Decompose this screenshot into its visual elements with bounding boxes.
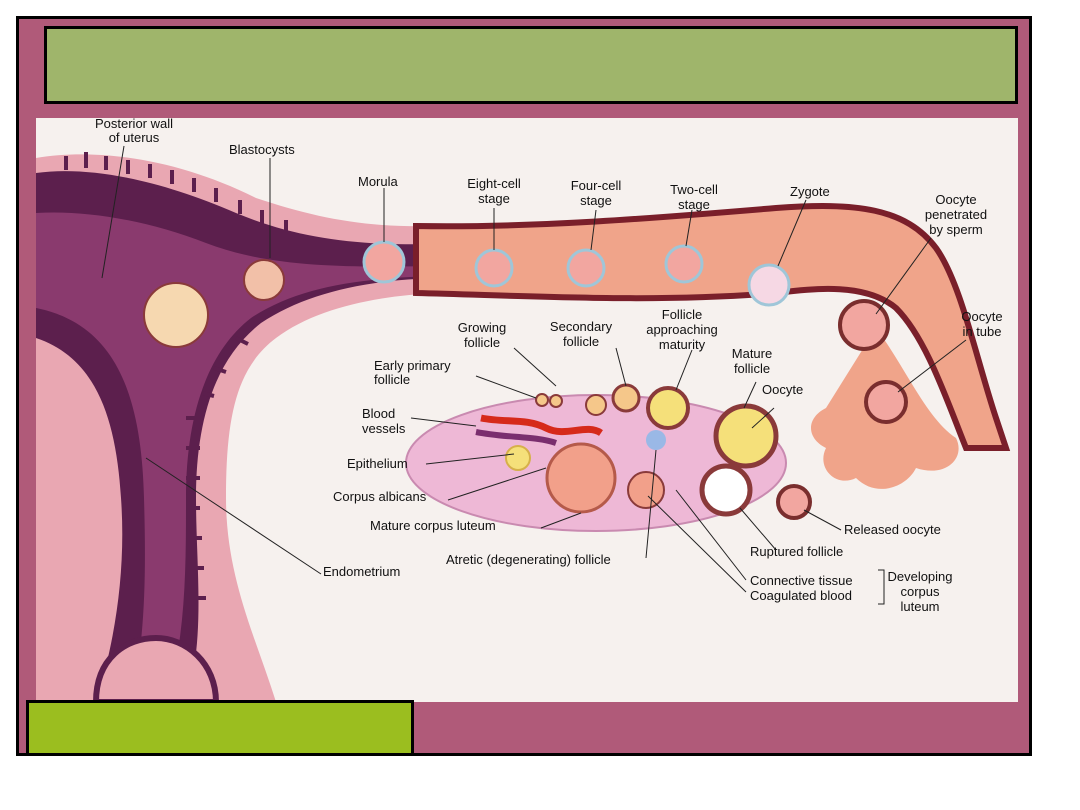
label-connective-tissue: Connective tissue [750, 573, 853, 588]
uterus-lower-lobe [92, 634, 220, 702]
title-bar [44, 26, 1018, 104]
endometrium-layer [36, 212, 436, 702]
label-mature-corpus-luteum: Mature corpus luteum [370, 518, 496, 533]
label-epithelium: Epithelium [347, 456, 408, 471]
blood-vessel-vein [475, 429, 557, 446]
label-corpus-albicans: Corpus albicans [333, 489, 427, 504]
label-oocyte: Oocyte [762, 382, 803, 397]
blood-vessel-artery [480, 414, 603, 437]
label-ruptured-follicle: Ruptured follicle [750, 544, 843, 559]
label-endometrium: Endometrium [323, 564, 400, 579]
label-atretic: Atretic (degenerating) follicle [446, 552, 611, 567]
label-blastocysts: Blastocysts [229, 142, 295, 157]
label-coagulated-blood: Coagulated blood [750, 588, 852, 603]
label-morula: Morula [358, 174, 399, 189]
fallopian-tube [413, 203, 1011, 451]
embryo-stages [143, 240, 908, 520]
leader-lines [101, 145, 967, 605]
follicles [505, 383, 779, 517]
label-released-oocyte: Released oocyte [844, 522, 941, 537]
endometrial-glands [64, 152, 288, 600]
caption-bar [26, 700, 414, 756]
label-zygote: Zygote [790, 184, 830, 199]
